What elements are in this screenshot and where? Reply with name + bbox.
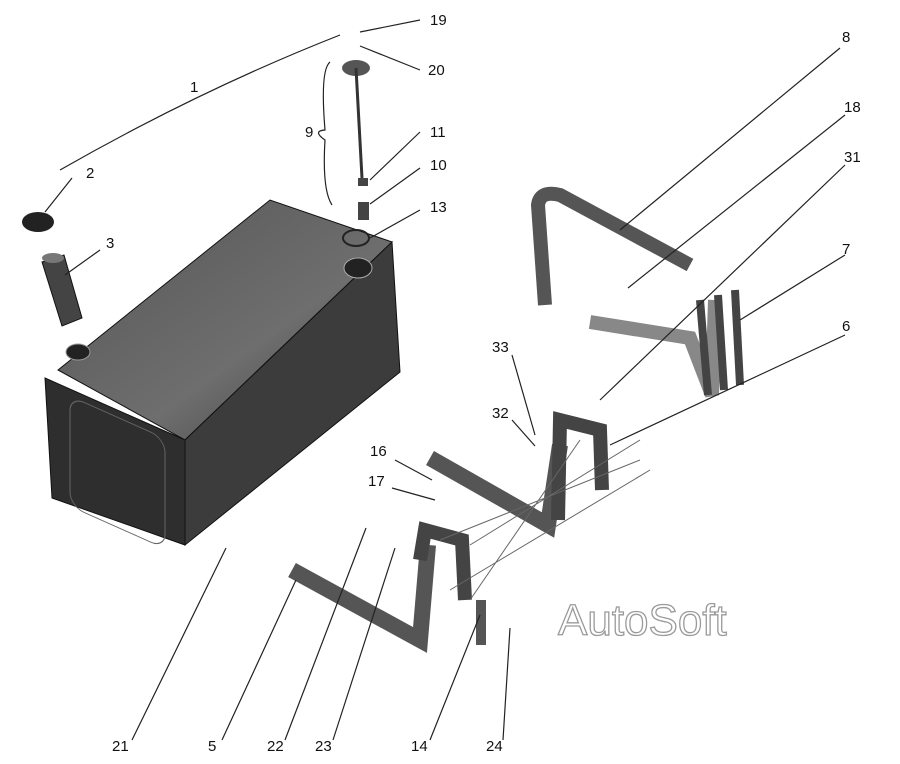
tank-strap xyxy=(530,186,744,398)
label-31: 31 xyxy=(844,149,861,166)
label-11: 11 xyxy=(430,124,446,141)
part-labels: 19 20 1 8 18 31 9 11 10 13 2 3 7 6 33 32… xyxy=(86,12,861,755)
label-19: 19 xyxy=(430,12,447,29)
label-6: 6 xyxy=(842,318,850,335)
filler-cap xyxy=(22,212,54,232)
fuel-tank xyxy=(44,199,401,547)
label-24: 24 xyxy=(486,738,503,755)
label-14: 14 xyxy=(411,738,428,755)
label-2: 2 xyxy=(86,165,94,182)
label-16: 16 xyxy=(370,443,387,460)
label-20: 20 xyxy=(428,62,445,79)
label-21: 21 xyxy=(112,738,129,755)
label-3: 3 xyxy=(106,235,114,252)
label-17: 17 xyxy=(368,473,385,490)
fuel-level-sender xyxy=(342,60,370,247)
label-5: 5 xyxy=(208,738,216,755)
label-13: 13 xyxy=(430,199,447,216)
watermark: AutoSoft xyxy=(558,596,727,645)
label-1: 1 xyxy=(190,79,198,96)
label-32: 32 xyxy=(492,405,509,422)
label-9: 9 xyxy=(305,124,313,141)
leader-lines xyxy=(44,19,846,741)
label-22: 22 xyxy=(267,738,284,755)
label-8: 8 xyxy=(842,29,850,46)
label-7: 7 xyxy=(842,241,850,258)
label-23: 23 xyxy=(315,738,332,755)
label-10: 10 xyxy=(430,157,447,174)
label-18: 18 xyxy=(844,99,861,116)
support-brackets xyxy=(288,411,651,653)
filler-neck xyxy=(41,253,83,327)
label-33: 33 xyxy=(492,339,509,356)
